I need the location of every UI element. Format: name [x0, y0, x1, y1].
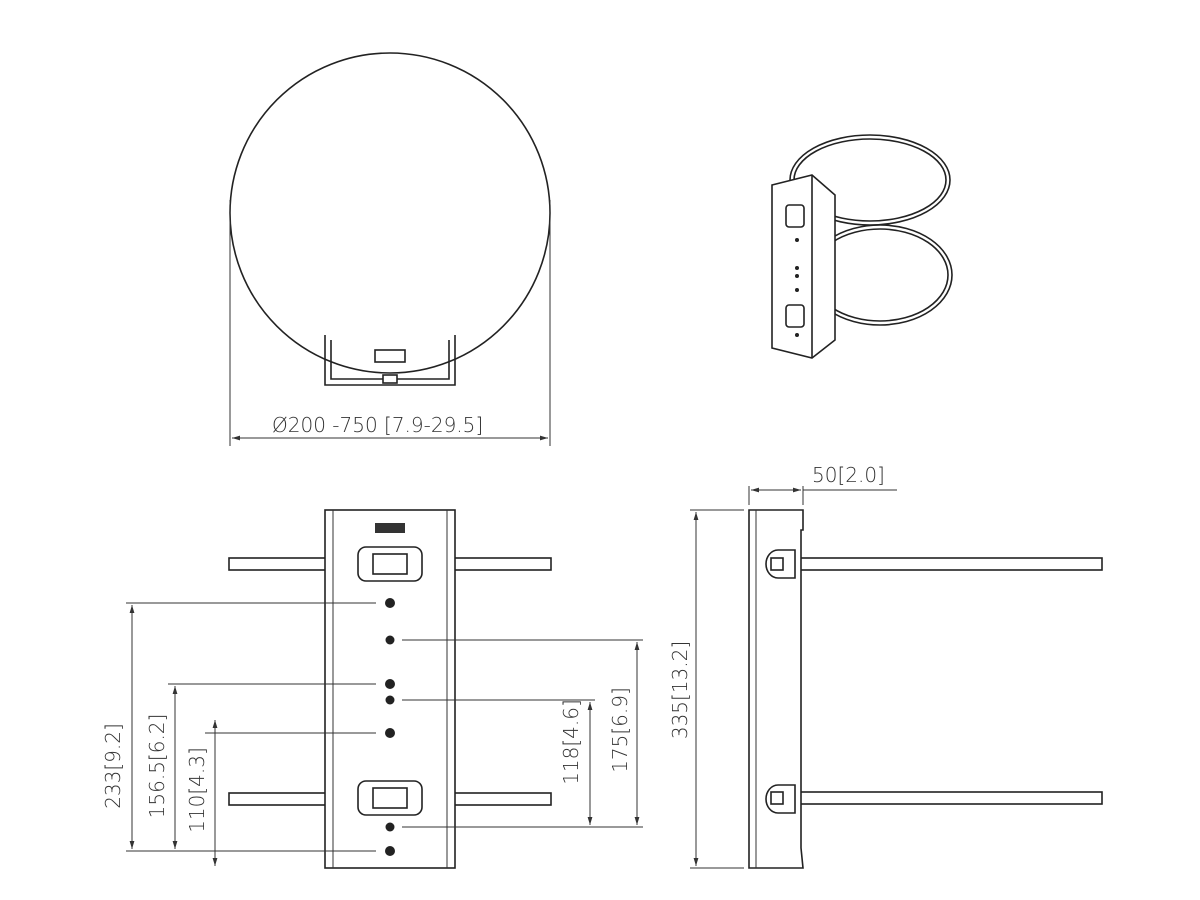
bracket-bottom [382, 374, 398, 384]
top-view: Ø200 -750 [7.9-29.5] [229, 52, 551, 446]
diameter-label: Ø200 -750 [7.9-29.5] [272, 413, 483, 437]
bracket-top [374, 349, 406, 363]
dim-110: 110[4.3] [185, 747, 209, 833]
label-plate [375, 523, 405, 533]
isometric-view [771, 134, 953, 359]
front-view: 233[9.2] 156.5[6.2] 110[4.3] 118[4.6] 17… [101, 509, 643, 869]
dim-50: 50[2.0] [812, 463, 885, 487]
mount-holes [385, 598, 395, 856]
side-plate [748, 509, 804, 869]
dim-335: 335[13.2] [668, 641, 692, 739]
dim-233: 233[9.2] [101, 723, 125, 809]
pole-circle [229, 52, 551, 374]
dim-118: 118[4.6] [559, 699, 583, 785]
dim-175: 175[6.9] [608, 687, 632, 773]
side-view: 335[13.2] 50[2.0] [668, 463, 1103, 869]
dim-156-5: 156.5[6.2] [145, 714, 169, 819]
